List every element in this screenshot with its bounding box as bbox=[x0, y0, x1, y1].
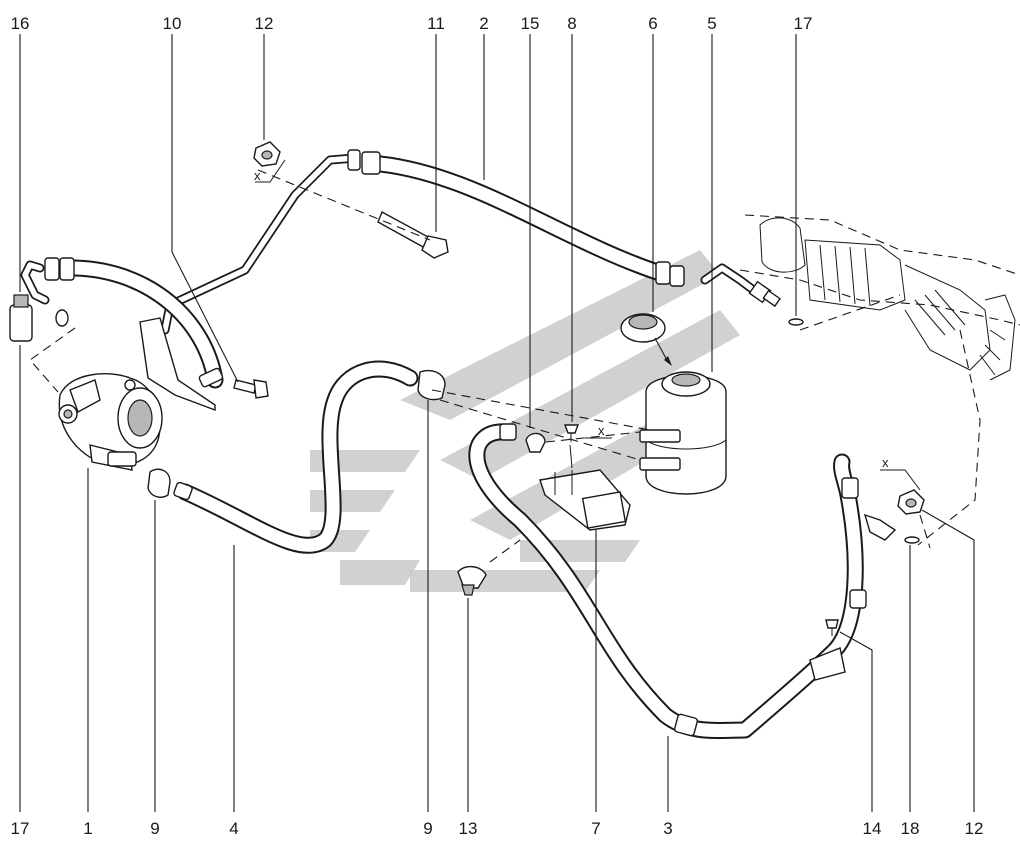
assembly-lines bbox=[29, 169, 931, 563]
return-hose-3 bbox=[468, 423, 897, 740]
callout-17-top: 17 bbox=[794, 14, 813, 33]
callout-6: 6 bbox=[648, 14, 657, 33]
bolt-10 bbox=[233, 379, 269, 399]
o-ring-18 bbox=[904, 536, 920, 544]
dimension-x-right: x bbox=[880, 455, 921, 491]
reservoir-bracket bbox=[539, 469, 631, 531]
steering-rack bbox=[739, 214, 1020, 546]
callout-18: 18 bbox=[901, 819, 920, 838]
nut-12-top bbox=[253, 141, 281, 167]
callouts-top: 16 10 12 11 2 15 8 6 5 17 bbox=[11, 14, 813, 33]
union-fitting-16 bbox=[9, 294, 69, 342]
clip-15 bbox=[525, 432, 546, 453]
x-label-bracket-top: x bbox=[254, 168, 261, 183]
callout-2: 2 bbox=[479, 14, 488, 33]
callout-9-left: 9 bbox=[150, 819, 159, 838]
bolt-11 bbox=[377, 211, 449, 259]
x-label-right-nut: x bbox=[882, 455, 889, 470]
fluid-reservoir bbox=[639, 371, 727, 495]
callout-14: 14 bbox=[863, 819, 882, 838]
callout-13: 13 bbox=[459, 819, 478, 838]
reservoir-cap bbox=[620, 313, 672, 366]
o-ring-17-right bbox=[788, 318, 804, 326]
callout-7: 7 bbox=[591, 819, 600, 838]
leader-lines bbox=[19, 34, 975, 812]
callout-17-bottom: 17 bbox=[11, 819, 30, 838]
callout-15: 15 bbox=[521, 14, 540, 33]
nut-12-right bbox=[897, 489, 925, 515]
power-steering-pump bbox=[58, 373, 163, 471]
screw-14 bbox=[825, 619, 839, 636]
x-label-clip-8: x bbox=[598, 423, 605, 438]
hose-clamp-9-right bbox=[417, 369, 446, 401]
callout-12-top: 12 bbox=[255, 14, 274, 33]
hose-clamp-9-left bbox=[147, 468, 171, 498]
callout-8: 8 bbox=[567, 14, 576, 33]
callout-4: 4 bbox=[229, 819, 238, 838]
callout-12-bottom: 12 bbox=[965, 819, 984, 838]
dimension-x-clip: x bbox=[585, 423, 612, 439]
callout-1: 1 bbox=[83, 819, 92, 838]
callout-11: 11 bbox=[427, 14, 445, 33]
clamp-13 bbox=[457, 565, 487, 596]
callout-16-top: 16 bbox=[11, 14, 30, 33]
dimension-x-top: x bbox=[254, 159, 286, 183]
callout-9-right: 9 bbox=[423, 819, 432, 838]
screw-8 bbox=[563, 424, 580, 442]
hose-16-line bbox=[20, 257, 224, 412]
callout-5: 5 bbox=[707, 14, 716, 33]
suction-hose-4 bbox=[173, 360, 419, 554]
callouts-bottom: 17 1 9 4 9 13 7 3 14 18 12 bbox=[11, 819, 984, 838]
callout-10: 10 bbox=[163, 14, 182, 33]
callout-3: 3 bbox=[663, 819, 672, 838]
